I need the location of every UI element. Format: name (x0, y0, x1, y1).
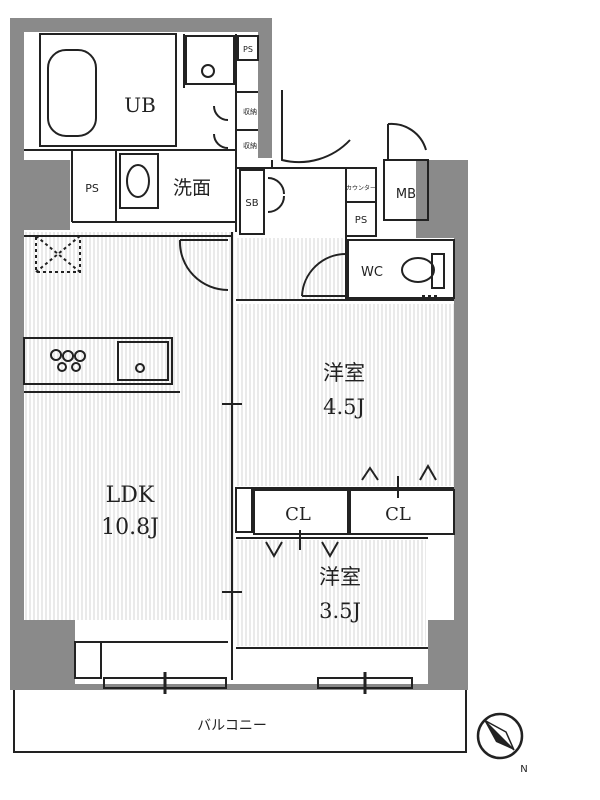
room-label-storage-2: 収納 (243, 141, 257, 150)
bathtub (47, 49, 97, 137)
compass-label: N (520, 764, 527, 775)
fixtures (35, 49, 445, 373)
room-label-ub: UB (124, 93, 156, 117)
ac-unit (35, 235, 81, 273)
room-label-counter: カウンター (346, 184, 376, 192)
room-label-room2-size: 3.5J (319, 599, 361, 623)
room-label-ps-left: PS (85, 182, 99, 195)
balcony-area (13, 672, 467, 753)
floor-hatching (24, 232, 454, 646)
room-label-mb: MB (396, 187, 416, 202)
room-label-washroom: 洗面 (173, 177, 211, 199)
washer-drain (201, 64, 215, 78)
room-labels: UB PS 収納 収納 PS 洗面 SB カウンター PS MB WC LDK … (85, 45, 528, 775)
interior-walls (23, 33, 455, 680)
balcony-label: バルコニー (197, 718, 267, 734)
room-label-storage-1: 収納 (243, 107, 257, 116)
room-label-cl-left: CL (285, 504, 311, 525)
room-label-room1-name: 洋室 (323, 361, 365, 385)
compass-icon (476, 712, 524, 760)
room-label-ps-top: PS (243, 45, 253, 54)
room-label-room1-size: 4.5J (323, 395, 365, 419)
outer-walls (10, 18, 468, 690)
room-label-ps-mid: PS (355, 215, 367, 226)
room-label-sb: SB (245, 198, 258, 209)
room-label-room2-name: 洋室 (319, 565, 361, 589)
wash-basin (126, 164, 150, 198)
room-label-wc: WC (361, 265, 383, 280)
doors (178, 90, 437, 593)
room-label-ldk-name: LDK (106, 483, 155, 508)
room-label-ldk-size: 10.8J (101, 515, 159, 540)
toilet (401, 257, 435, 283)
room-label-cl-right: CL (385, 504, 411, 525)
